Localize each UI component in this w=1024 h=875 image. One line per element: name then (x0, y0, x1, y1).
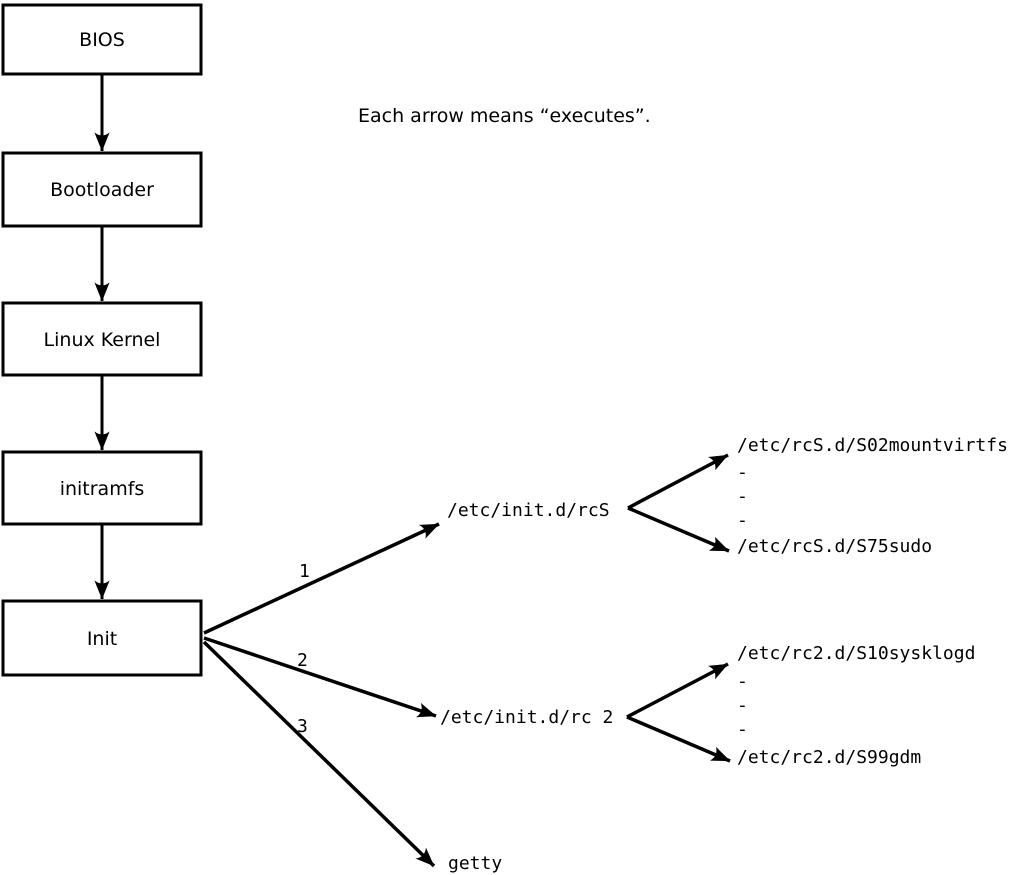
box-bios-rect (1, 3, 203, 76)
box-bios: BIOS (1, 3, 203, 76)
arrow-rc2-to-last-script (626, 715, 731, 763)
box-init: Init (1, 599, 203, 677)
box-linux-kernel-label: Linux Kernel (44, 329, 161, 351)
box-init-rect (1, 599, 203, 677)
label-init-d-rc2: /etc/init.d/rc 2 (440, 707, 613, 728)
box-bootloader: Bootloader (1, 151, 203, 228)
box-linux-kernel-rect (1, 301, 203, 377)
box-initramfs: initramfs (1, 450, 203, 526)
arrow-init-to-rcS (203, 522, 440, 635)
box-initramfs-rect (1, 450, 203, 526)
rc2-ellipsis-dash-2: - (737, 695, 748, 716)
arrow-rcS-to-last-script (627, 506, 730, 553)
rc2-ellipsis-dash-3: - (737, 719, 748, 740)
branch-number-2: 2 (297, 650, 308, 671)
label-rcS-first-script: /etc/rcS.d/S02mountvirtfs (737, 435, 1008, 456)
box-bootloader-rect (1, 151, 203, 228)
rcS-ellipsis-dash-1: - (737, 462, 748, 483)
label-init-d-rcS: /etc/init.d/rcS (447, 500, 610, 521)
branch-number-3: 3 (297, 716, 308, 737)
label-rc2-first-script: /etc/rc2.d/S10sysklogd (737, 643, 975, 664)
rcS-ellipsis-dash-2: - (737, 486, 748, 507)
rcS-ellipsis-dash-3: - (737, 510, 748, 531)
arrow-init-to-rc2 (203, 636, 437, 718)
caption-arrow-meaning: Each arrow means “executes”. (358, 105, 651, 127)
branch-number-1: 1 (299, 561, 310, 582)
box-initramfs-label: initramfs (60, 478, 145, 500)
label-rc2-last-script: /etc/rc2.d/S99gdm (737, 747, 921, 768)
arrow-rcS-to-first-script (627, 453, 729, 510)
arrow-init-to-getty (202, 640, 436, 868)
box-bios-label: BIOS (79, 29, 125, 51)
rc2-ellipsis-dash-1: - (737, 671, 748, 692)
box-init-label: Init (87, 628, 117, 650)
box-bootloader-label: Bootloader (50, 179, 154, 201)
arrow-rc2-to-first-script (626, 662, 729, 719)
label-rcS-last-script: /etc/rcS.d/S75sudo (737, 536, 932, 557)
label-getty: getty (448, 853, 502, 874)
box-linux-kernel: Linux Kernel (1, 301, 203, 377)
